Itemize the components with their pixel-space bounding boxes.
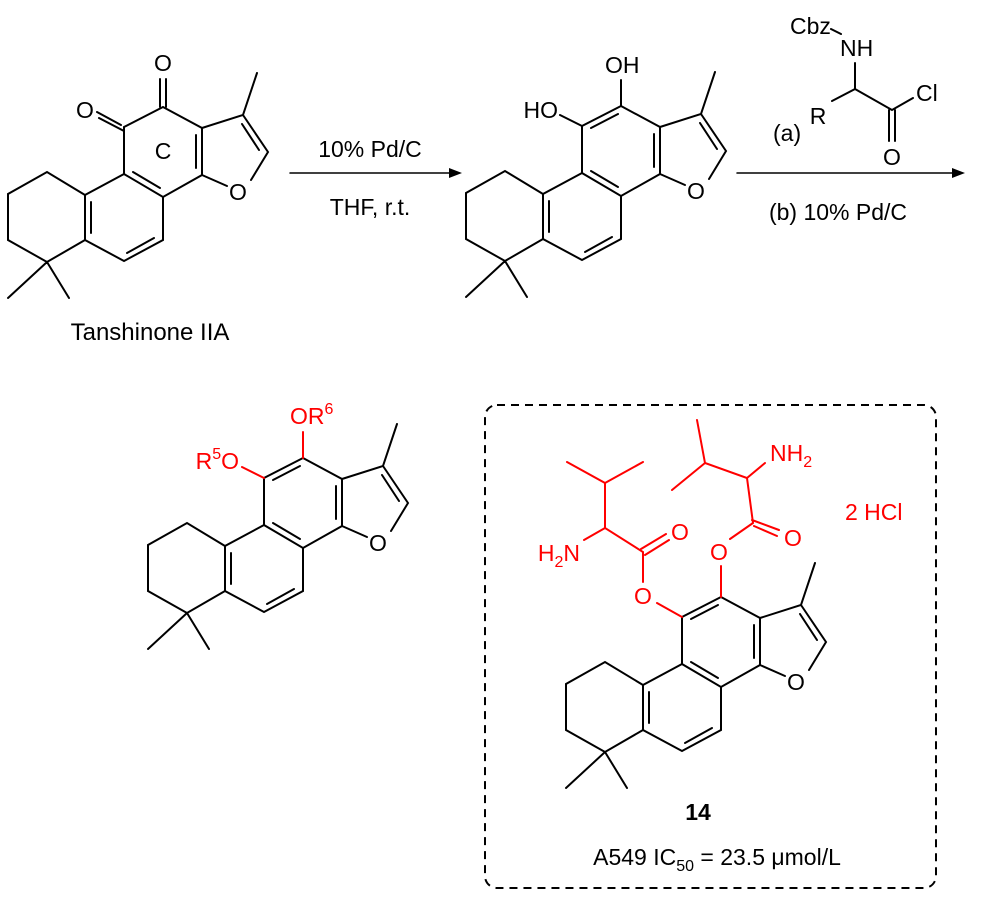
hydroxyl-top: OH xyxy=(605,52,640,78)
activity-label: A549 IC50 = 23.5 μmol/L xyxy=(593,844,841,875)
ketone-oxygen-top: O xyxy=(154,50,172,76)
valine-ester-right: O O NH2 xyxy=(671,419,812,598)
carbonyl-oxygen-right: O xyxy=(784,525,802,551)
conditions-bottom: THF, r.t. xyxy=(330,194,411,220)
step-a-label: (a) xyxy=(773,120,801,146)
cbz-label: Cbz xyxy=(790,13,831,39)
chloride-label: Cl xyxy=(916,80,938,106)
r-group-label: R xyxy=(810,103,827,129)
ring-c-label: C xyxy=(155,138,172,164)
intermediate-core xyxy=(465,71,727,298)
valine-ester-left: O O H2N xyxy=(538,461,689,618)
ester-oxygen-left: O xyxy=(634,583,652,609)
ester-oxygen-right: O xyxy=(710,539,728,565)
nh-label: NH xyxy=(840,35,873,61)
dihydroxy-intermediate-structure: OH HO xyxy=(465,52,727,298)
cbz-amino-acid-chloride: Cbz NH R Cl O xyxy=(790,13,938,170)
or6-label: OR6 xyxy=(290,401,334,429)
arrowhead-icon xyxy=(449,168,462,178)
salt-label: 2 HCl xyxy=(845,499,903,525)
hydroxyl-left: HO xyxy=(524,97,559,123)
reaction-arrow-2: (a) (b) 10% Pd/C Cbz NH R Cl O xyxy=(736,13,965,225)
tanshinone-iia-structure: O O C Tanshinone IIA xyxy=(7,50,269,346)
carbonyl-oxygen-left: O xyxy=(671,519,689,545)
tanshinone-core xyxy=(7,72,269,299)
r5o-label: R5O xyxy=(196,446,239,474)
arrowhead-icon xyxy=(952,168,965,178)
amine-left-label: H2N xyxy=(538,540,580,571)
reagent-top: 10% Pd/C xyxy=(318,136,422,162)
compound-number: 14 xyxy=(685,799,711,825)
general-product-core xyxy=(147,423,409,650)
compound-14-highlight-box xyxy=(484,404,937,889)
compound-14-structure: O O H2N O O NH2 2 HCl 14 A549 IC50 = 23.… xyxy=(538,419,903,875)
carbonyl-oxygen-label: O xyxy=(883,144,901,170)
general-diester-structure: OR6 R5O xyxy=(147,401,409,650)
amine-right-label: NH2 xyxy=(770,440,812,471)
reaction-arrow-1: 10% Pd/C THF, r.t. xyxy=(289,136,462,220)
ketone-oxygen-left: O xyxy=(76,97,94,123)
step-b-label: (b) 10% Pd/C xyxy=(769,199,907,225)
compound-name: Tanshinone IIA xyxy=(71,319,230,346)
compound-14-core xyxy=(565,562,827,789)
